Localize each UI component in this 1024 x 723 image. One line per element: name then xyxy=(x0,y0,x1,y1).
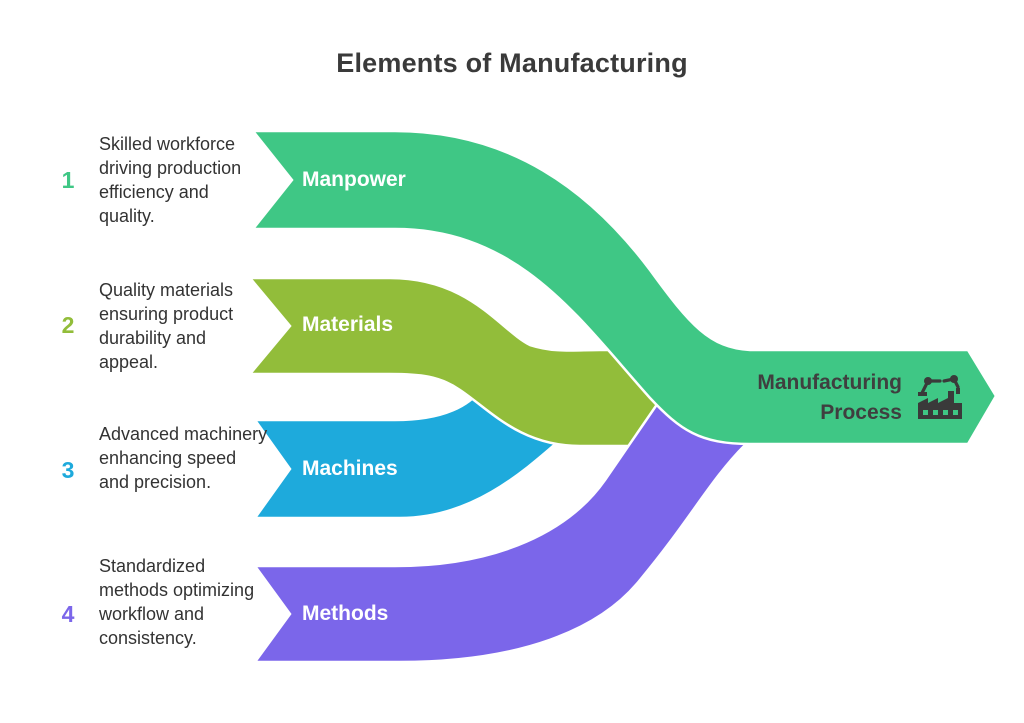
manpower-band xyxy=(250,129,998,446)
item-2-label: Materials xyxy=(302,313,394,336)
item-1-description: Skilled workforce driving production eff… xyxy=(99,134,242,226)
item-1-number: 1 xyxy=(61,167,75,193)
item-4-description: Standardized methods optimizing workflow… xyxy=(99,556,255,648)
diagram-title: Elements of Manufacturing xyxy=(336,48,688,78)
item-2-number: 2 xyxy=(61,312,75,338)
item-3-number: 3 xyxy=(61,457,75,483)
output-label: Manufacturing Process xyxy=(757,371,902,424)
methods-band xyxy=(252,398,762,664)
item-3-label: Machines xyxy=(302,457,398,480)
item-3-description: Advanced machinery enhancing speed and p… xyxy=(99,424,268,492)
item-1-label: Manpower xyxy=(302,168,406,191)
item-2-description: Quality materials ensuring product durab… xyxy=(99,280,234,372)
factory-robot-arm-icon xyxy=(918,375,962,419)
item-4-label: Methods xyxy=(302,602,389,625)
item-4-number: 4 xyxy=(61,601,75,627)
